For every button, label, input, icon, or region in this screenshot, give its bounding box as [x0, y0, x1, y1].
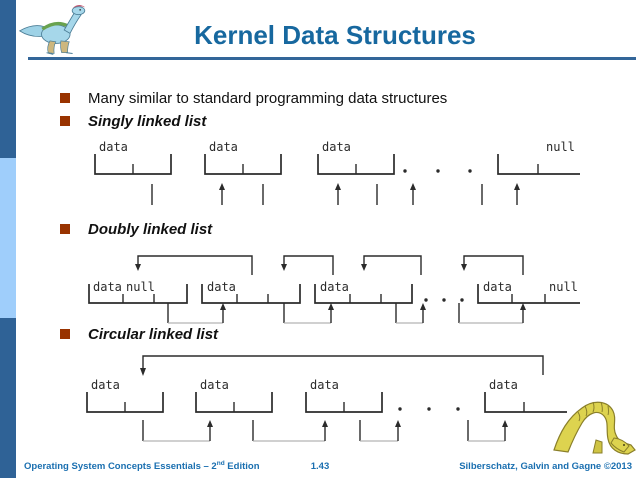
- footer-book-edition: Edition: [224, 461, 260, 472]
- singly-linked-list-diagram: data data data null: [94, 140, 580, 205]
- dinosaur-image: [553, 401, 636, 455]
- node-label: null: [546, 140, 575, 154]
- list-item: Many similar to standard programming dat…: [60, 90, 447, 107]
- bullet-text: Many similar to standard programming dat…: [88, 90, 448, 107]
- page-number: 1.43: [310, 461, 330, 472]
- accent-bar-bottom: [0, 318, 16, 478]
- wraparound-pointer-arrow: [140, 355, 544, 376]
- title-divider: [28, 57, 636, 60]
- node-label: data: [320, 280, 349, 294]
- bullet-text: Doubly linked list: [88, 221, 213, 238]
- doubly-linked-list-diagram: data null data data data null: [88, 255, 580, 324]
- footer-book-sup: nd: [216, 459, 225, 467]
- bullet-text: Circular linked list: [88, 326, 219, 343]
- page-title: Kernel Data Structures: [194, 20, 476, 50]
- bullet-icon: [60, 93, 70, 103]
- node-label: data: [322, 140, 351, 154]
- ellipsis-dots: [424, 298, 464, 302]
- bullet-icon: [60, 224, 70, 234]
- node-label: null: [549, 280, 578, 294]
- node-label: data: [310, 378, 339, 392]
- footer-book-main: Operating System Concepts Essentials – 2: [24, 461, 217, 472]
- node-label: data: [91, 378, 120, 392]
- ellipsis-dots: [398, 407, 460, 411]
- list-item: Circular linked list: [60, 326, 218, 343]
- linked-list-nodes: [86, 392, 567, 413]
- accent-bar-middle: [0, 158, 16, 318]
- node-label: data: [483, 280, 512, 294]
- ellipsis-dots: [403, 169, 472, 173]
- circular-linked-list-diagram: data data data data: [86, 355, 567, 442]
- node-label: data: [207, 280, 236, 294]
- node-label: null: [126, 280, 155, 294]
- node-label: data: [93, 280, 122, 294]
- pointer-arrows: [142, 420, 508, 442]
- bullet-icon: [60, 116, 70, 126]
- next-pointer-arrows: [167, 303, 526, 324]
- footer-book-title: Operating System Concepts Essentials – 2…: [24, 460, 260, 472]
- bullet-icon: [60, 329, 70, 339]
- accent-bar-top: [0, 0, 16, 158]
- dinosaur-logo-icon: [18, 4, 86, 55]
- footer-authors: Silberschatz, Galvin and Gagne ©2013: [459, 461, 632, 472]
- bullet-text: Singly linked list: [88, 113, 207, 130]
- list-item: Doubly linked list: [60, 221, 212, 238]
- list-item: Singly linked list: [60, 113, 206, 130]
- linked-list-nodes: [88, 284, 580, 304]
- pointer-arrows: [151, 183, 520, 205]
- node-label: data: [99, 140, 128, 154]
- prev-pointer-arrows: [135, 255, 524, 275]
- node-label: data: [209, 140, 238, 154]
- node-label: data: [200, 378, 229, 392]
- node-label: data: [489, 378, 518, 392]
- linked-list-nodes: [94, 154, 580, 175]
